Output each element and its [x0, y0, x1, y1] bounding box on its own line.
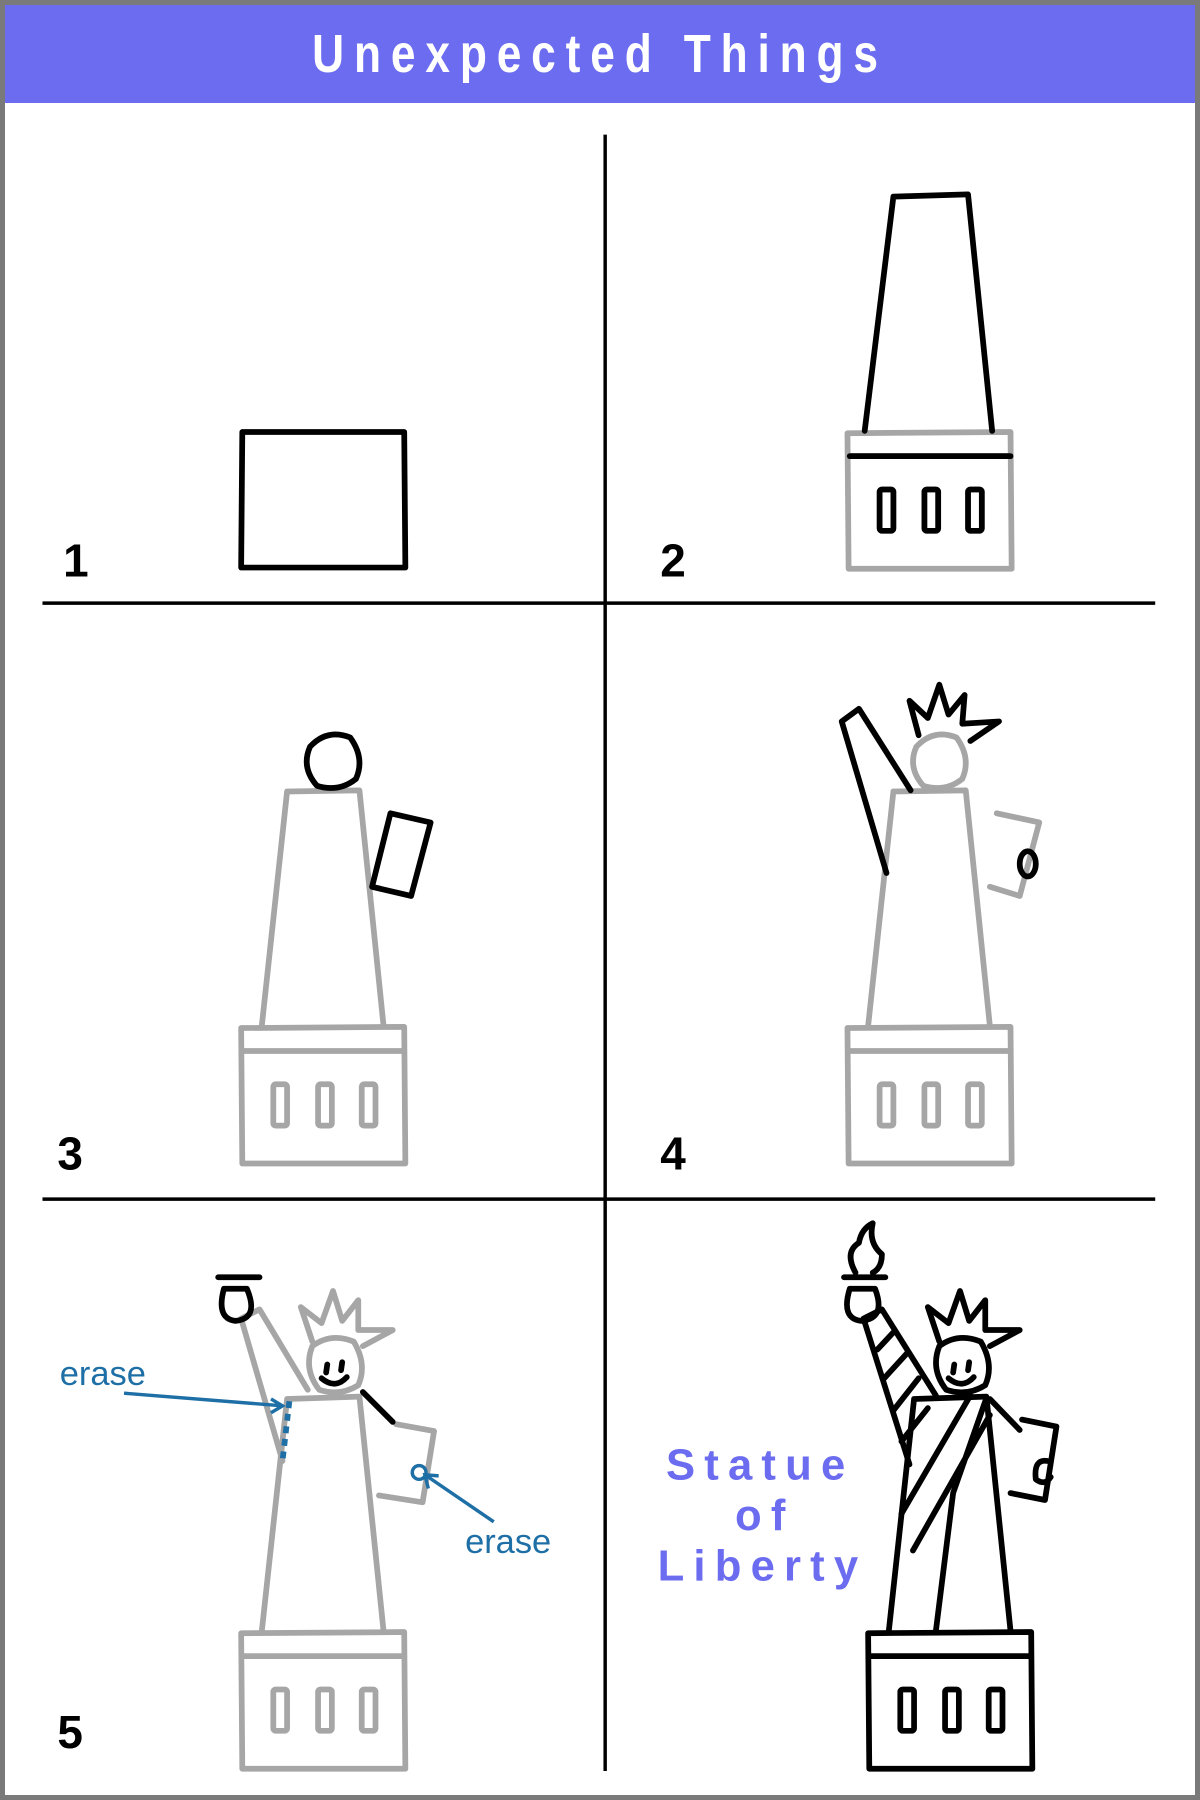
- sleeve-stripes: [874, 1329, 931, 1445]
- step-3-panel: 3: [57, 731, 434, 1179]
- torch-shape: [841, 1220, 889, 1324]
- crown-shape: [924, 1288, 1023, 1349]
- step-2-panel: 2: [660, 194, 1011, 587]
- robe-guide: [258, 787, 387, 1029]
- square-shape: [238, 429, 409, 571]
- final-label-line1: Statue: [666, 1441, 854, 1489]
- robe-guide: [865, 787, 993, 1029]
- step-4-panel: 4: [660, 681, 1043, 1179]
- head-guide: [306, 1335, 365, 1396]
- erase-arrow-right: [422, 1472, 495, 1524]
- hand-shape: [1016, 848, 1039, 880]
- erase-arrow-left: [123, 1391, 286, 1415]
- erase-marker-arm: [279, 1400, 293, 1462]
- raised-arm: [838, 705, 914, 876]
- crown-guide: [297, 1288, 396, 1349]
- tablet-guide: [376, 1421, 437, 1506]
- arm-guide: [238, 1306, 311, 1464]
- head-shape: [303, 731, 363, 791]
- face: [318, 1359, 350, 1387]
- step-number: 2: [660, 535, 686, 587]
- torch-shape: [215, 1274, 263, 1324]
- page-title: Unexpected Things: [312, 24, 888, 84]
- step-5-panel: erase erase 5: [57, 1274, 551, 1768]
- head-shape: [933, 1335, 992, 1396]
- step-number: 5: [57, 1706, 83, 1758]
- crown-shape: [906, 681, 1002, 744]
- pedestal-windows: [876, 486, 985, 534]
- erase-label-left: erase: [60, 1355, 146, 1393]
- erase-label-right: erase: [465, 1523, 551, 1561]
- robe-shape: [865, 194, 992, 431]
- tablet-guide: [986, 810, 1043, 899]
- step-number: 3: [57, 1127, 83, 1179]
- robe-guide: [258, 1393, 387, 1634]
- robe-drape: [898, 1392, 993, 1634]
- final-label-line2: of: [735, 1492, 795, 1540]
- head-guide: [910, 731, 969, 791]
- face: [945, 1359, 977, 1387]
- final-label-line3: Liberty: [658, 1542, 868, 1590]
- final-panel: Statue of Liberty: [658, 1220, 1060, 1768]
- header-banner: Unexpected Things: [5, 5, 1195, 103]
- step-number: 4: [660, 1127, 686, 1179]
- step-1-panel: 1: [63, 429, 409, 587]
- shoulder-line: [360, 1389, 396, 1425]
- tablet-shape: [369, 810, 434, 899]
- erase-marker-hand: [410, 1463, 428, 1482]
- pedestal-guide: [847, 432, 1011, 569]
- tablet-shape: [986, 1396, 1060, 1503]
- step-number: 1: [63, 535, 89, 587]
